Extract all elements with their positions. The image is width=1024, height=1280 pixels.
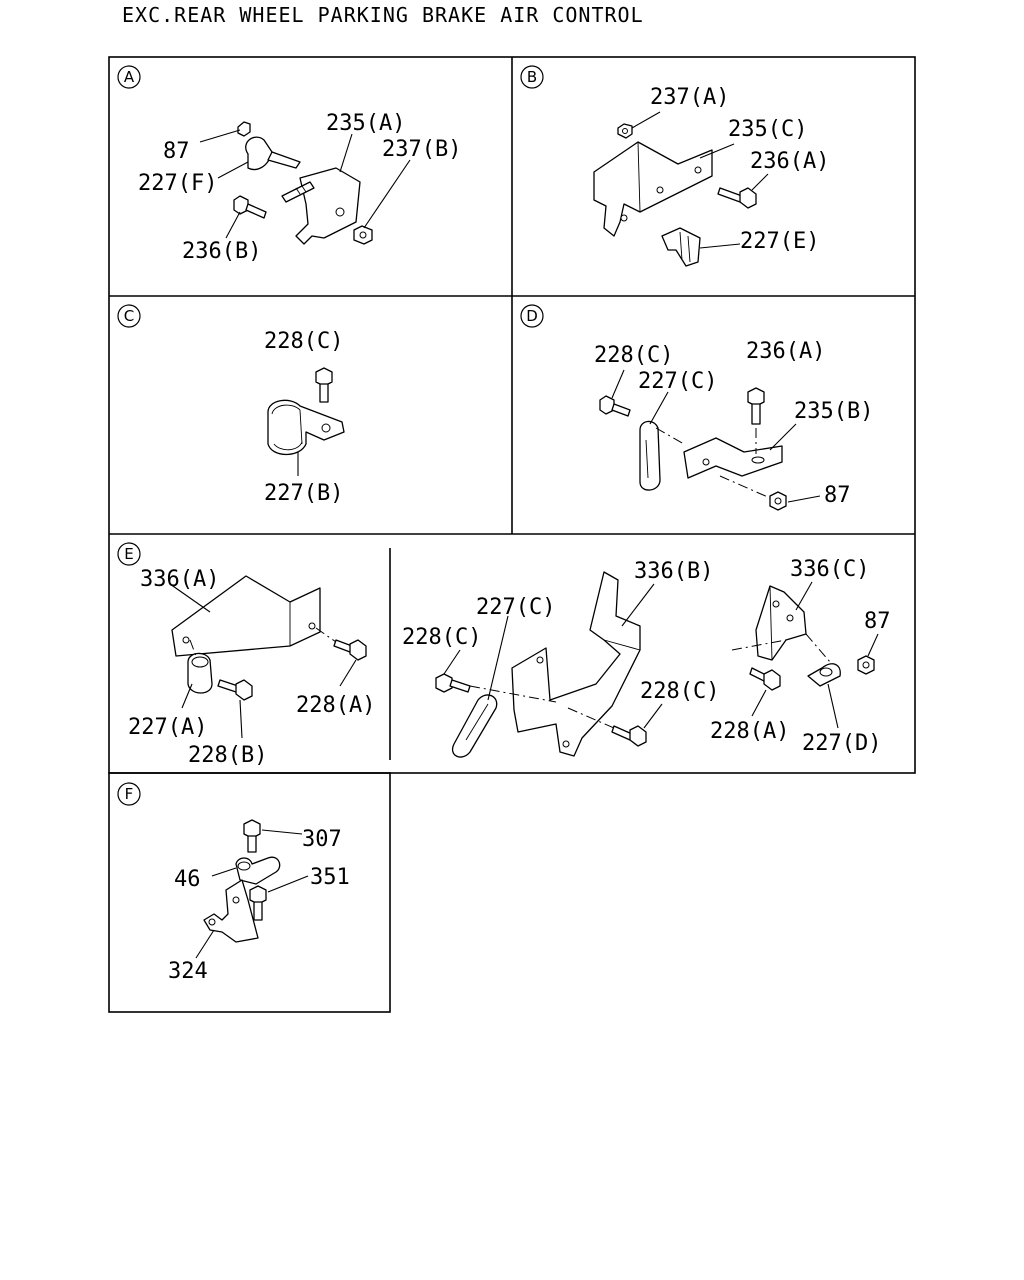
label-307: 307: [302, 827, 342, 852]
bracket-336b-icon: [511, 571, 641, 757]
panel-letter-d: D: [520, 304, 544, 328]
bolt-351-icon: [249, 885, 267, 921]
bolt-228c-d-icon: [599, 395, 631, 417]
label-235b: 235(B): [794, 399, 873, 424]
label-227c-d: 227(C): [638, 369, 717, 394]
clip-227e-icon: [661, 227, 701, 267]
label-227a: 227(A): [128, 715, 207, 740]
label-236a: 236(A): [750, 149, 829, 174]
bracket-324-icon: [203, 879, 259, 943]
label-46: 46: [174, 867, 201, 892]
label-235c: 235(C): [728, 117, 807, 142]
clamp-227b-icon: [267, 399, 345, 456]
label-336b: 336(B): [634, 559, 713, 584]
panel-a: A: [117, 65, 461, 264]
panel-d: D: [520, 304, 873, 511]
bolt-228c-icon: [315, 367, 333, 403]
clamp-227f-icon: [245, 136, 301, 171]
clamp-227a-icon: [187, 652, 213, 694]
bolt-228a-icon: [333, 639, 367, 661]
panel-b: B 237(A) 235(: [520, 65, 829, 267]
label-227f: 227(F): [138, 171, 217, 196]
nut-87-icon: [237, 121, 251, 137]
label-228c: 228(C): [264, 329, 343, 354]
clamp-227d-icon: [807, 663, 841, 687]
svg-text:C: C: [124, 307, 134, 325]
nut-237a-icon: [617, 123, 633, 139]
diagram-header: EXC.REAR WHEEL PARKING BRAKE AIR CONTROL: [122, 3, 644, 27]
label-227b: 227(B): [264, 481, 343, 506]
label-228c-d: 228(C): [594, 343, 673, 368]
label-87: 87: [163, 139, 190, 164]
bolt-236a-d-icon: [747, 387, 765, 425]
label-227c-e: 227(C): [476, 595, 555, 620]
svg-text:B: B: [527, 68, 537, 86]
label-236b: 236(B): [182, 239, 261, 264]
label-236a-d: 236(A): [746, 339, 825, 364]
bolt-307-icon: [243, 819, 261, 853]
bracket-336c-icon: [755, 585, 807, 661]
label-228b: 228(B): [188, 743, 267, 768]
label-228c-e2: 228(C): [640, 679, 719, 704]
panel-f: F 307 46 351 324: [117, 782, 350, 984]
label-87-d: 87: [824, 483, 851, 508]
label-227e: 227(E): [740, 229, 819, 254]
bracket-235c-icon: [593, 141, 713, 237]
panel-grid: [108, 56, 916, 1013]
label-235a: 235(A): [326, 111, 405, 136]
label-351: 351: [310, 865, 350, 890]
label-228a: 228(A): [296, 693, 375, 718]
label-87-e: 87: [864, 609, 891, 634]
bolt-228a-e-icon: [749, 667, 781, 691]
bolt-236b-icon: [233, 195, 267, 219]
label-237b: 237(B): [382, 137, 461, 162]
panel-c: C 228(C) 227(B): [117, 304, 345, 506]
panel-letter-c: C: [117, 304, 141, 328]
clamp-46-icon: [235, 856, 281, 885]
bolt-228c-e2-icon: [611, 725, 647, 747]
bolt-228b-icon: [217, 679, 253, 701]
panel-letter-a: A: [117, 65, 141, 89]
bracket-235a-icon: [281, 167, 361, 245]
panel-letter-b: B: [520, 65, 544, 89]
label-227d: 227(D): [802, 731, 881, 756]
svg-text:E: E: [124, 545, 133, 563]
bracket-235b-icon: [683, 437, 783, 479]
panel-letter-e: E: [117, 542, 141, 566]
panel-e: E: [117, 542, 891, 768]
svg-text:F: F: [125, 785, 134, 803]
bolt-228c-e1-icon: [435, 673, 471, 693]
clamp-227c-e-icon: [451, 694, 498, 758]
label-228a-e: 228(A): [710, 719, 789, 744]
label-237a: 237(A): [650, 85, 729, 110]
label-228c-e1: 228(C): [402, 625, 481, 650]
label-336c: 336(C): [790, 557, 869, 582]
panel-letter-f: F: [117, 782, 141, 806]
label-324: 324: [168, 959, 208, 984]
label-336a: 336(A): [140, 567, 219, 592]
nut-87-d-icon: [769, 491, 787, 511]
svg-text:A: A: [124, 68, 135, 86]
bolt-236a-icon: [717, 187, 757, 209]
nut-87-e-icon: [857, 655, 875, 675]
nut-237b-icon: [353, 225, 373, 245]
svg-text:D: D: [526, 307, 538, 325]
clamp-227c-d-icon: [639, 420, 661, 491]
